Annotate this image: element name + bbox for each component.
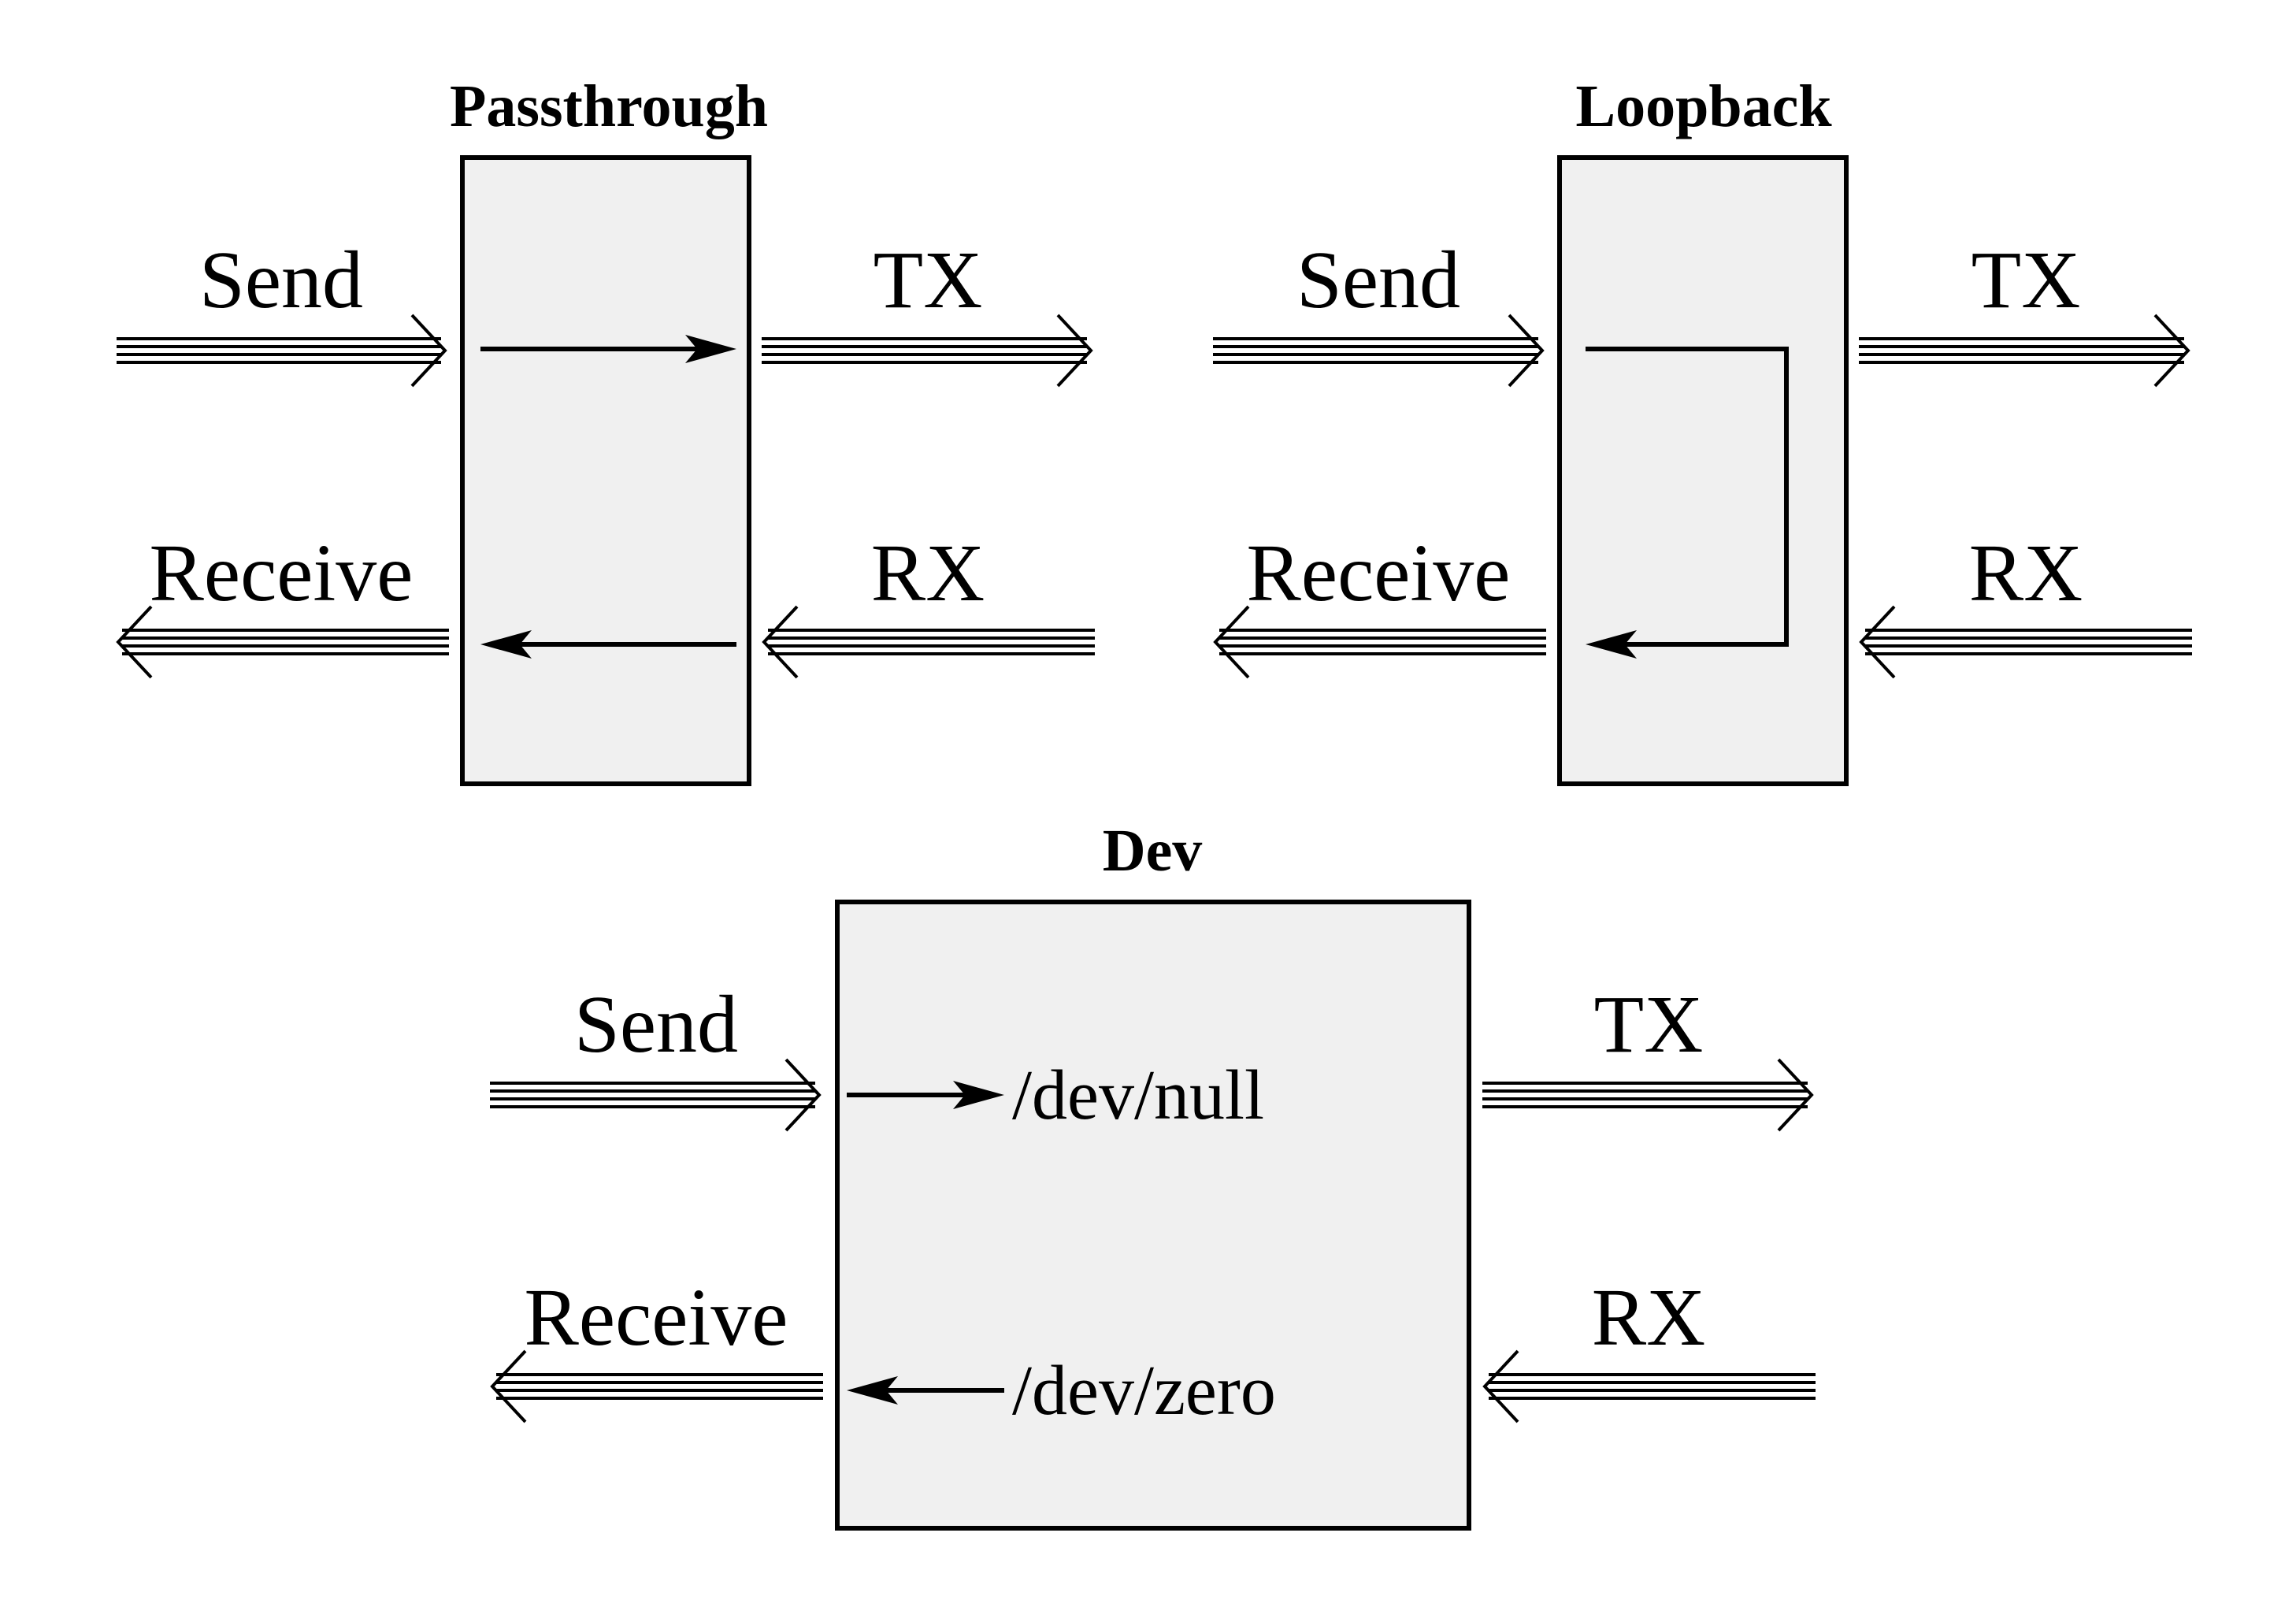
loopback-tx-label: TX: [1971, 235, 2081, 325]
passthrough-send-arrow: [117, 314, 447, 388]
dev-null-arrow: [847, 1081, 1004, 1109]
passthrough-panel: Passthrough Send TX Receive: [116, 73, 1095, 786]
loopback-box: [1557, 155, 1849, 786]
passthrough-receive-label: Receive: [150, 528, 414, 618]
dev-receive-arrow: [490, 1349, 823, 1423]
passthrough-internal-receive-arrow: [480, 630, 736, 659]
passthrough-tx-label: TX: [874, 235, 983, 325]
passthrough-tx-arrow: [762, 314, 1093, 388]
loopback-tx-arrow: [1859, 314, 2190, 388]
loopback-title: Loopback: [1575, 73, 1832, 139]
loopback-send-arrow: [1213, 314, 1545, 388]
loopback-rx-arrow: [1859, 605, 2192, 679]
passthrough-receive-arrow: [116, 605, 449, 679]
loopback-internal-loop-arrow: [1586, 347, 1789, 659]
dev-rx-arrow: [1482, 1349, 1816, 1423]
dev-panel: Dev Send /dev/null TX Receive: [490, 818, 1816, 1531]
dev-zero-arrow: [847, 1376, 1004, 1405]
loopback-rx-label: RX: [1969, 528, 2083, 618]
dev-send-arrow: [490, 1058, 822, 1132]
passthrough-rx-label: RX: [871, 528, 985, 618]
loopback-receive-label: Receive: [1247, 528, 1511, 618]
dev-zero-label: /dev/zero: [1012, 1352, 1276, 1430]
loopback-receive-arrow: [1213, 605, 1546, 679]
passthrough-box: [460, 155, 751, 786]
dev-rx-label: RX: [1592, 1272, 1705, 1363]
dev-tx-arrow: [1482, 1058, 1814, 1132]
passthrough-title: Passthrough: [450, 73, 768, 139]
dev-tx-label: TX: [1594, 979, 1704, 1070]
loopback-send-label: Send: [1296, 235, 1460, 325]
dev-null-label: /dev/null: [1012, 1056, 1264, 1134]
dev-receive-label: Receive: [525, 1272, 788, 1363]
passthrough-rx-arrow: [762, 605, 1095, 679]
passthrough-send-label: Send: [199, 235, 363, 325]
dev-send-label: Send: [574, 979, 738, 1070]
dev-title: Dev: [1103, 818, 1203, 884]
passthrough-internal-send-arrow: [480, 335, 736, 363]
loopback-panel: Loopback Send TX Receive: [1213, 73, 2192, 786]
dev-box: [835, 900, 1471, 1531]
